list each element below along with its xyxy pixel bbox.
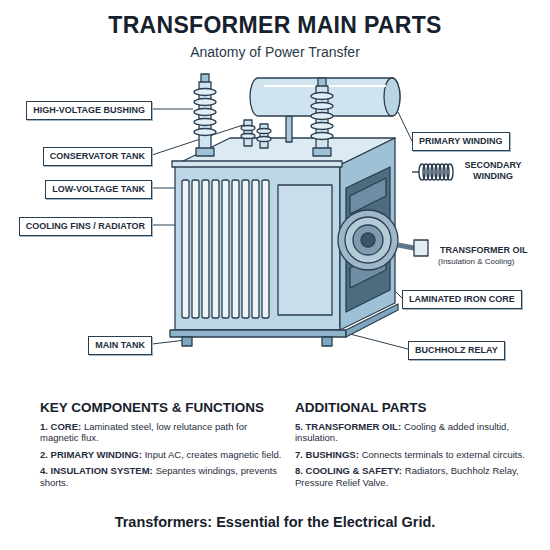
- item-term: 8. COOLING & SAFETY:: [295, 465, 402, 476]
- leader-lines: [152, 109, 412, 349]
- part-label: SECONDARY WINDING: [457, 160, 529, 182]
- tank-front: [175, 165, 340, 330]
- part-label: LAMINATED IRON CORE: [409, 294, 515, 305]
- section-heading: KEY COMPONENTS & FUNCTIONS: [40, 400, 264, 415]
- hv-bushing-base: [313, 148, 331, 156]
- leader-line: [152, 340, 186, 344]
- diagram-title: TRANSFORMER MAIN PARTS: [0, 12, 550, 39]
- tank-base-side: [346, 304, 398, 337]
- hv-bushing-rib: [311, 123, 333, 130]
- cutaway-window: [346, 167, 390, 312]
- part-label: COOLING FINS / RADIATOR: [26, 221, 145, 232]
- part-label-box: LOW-VOLTAGE TANK: [45, 180, 152, 199]
- tank-panel: [278, 185, 332, 315]
- lv-bushing-rib: [257, 137, 271, 142]
- part-label: TRANSFORMER OIL: [440, 245, 528, 256]
- item-description: Connects terminals to external circuits.: [362, 449, 525, 460]
- part-label: MAIN TANK: [95, 340, 145, 351]
- part-label: LOW-VOLTAGE TANK: [52, 184, 145, 195]
- item-term: 5. TRANSFORMER OIL:: [295, 421, 401, 432]
- cooling-fin: [222, 180, 229, 318]
- part-label-box: HIGH-VOLTAGE BUSHING: [26, 101, 152, 120]
- list-item: 8. COOLING & SAFETY:Radiators, Buchholz …: [295, 465, 535, 488]
- conservator-end: [384, 78, 400, 116]
- hv-bushing-rib: [194, 119, 216, 126]
- subtitle: Anatomy of Power Transfer: [0, 44, 550, 60]
- secondary-coil-icon: [412, 164, 453, 180]
- part-label: PRIMARY WINDING: [419, 136, 503, 147]
- part-label-box: CONSERVATOR TANK: [43, 147, 152, 166]
- part-label-box: COOLING FINS / RADIATOR: [19, 217, 152, 236]
- list-item: 1. CORE:Laminated steel, low relutance p…: [40, 421, 285, 444]
- cooling-fin: [242, 180, 249, 318]
- hv-bushing-rib: [194, 99, 216, 106]
- part-note: (Insulation & Cooling): [438, 257, 514, 267]
- lv-bushing-rib: [241, 126, 255, 131]
- hv-bushing-rib: [194, 109, 216, 116]
- list-item: 7. BUSHINGS:Connects terminals to extern…: [295, 449, 535, 460]
- winding-coil: [345, 217, 391, 263]
- part-label-box: PRIMARY WINDING: [412, 132, 510, 151]
- oil-box: [414, 240, 428, 256]
- item-term: 4. INSULATION SYSTEM:: [40, 465, 153, 476]
- coil-turn: [447, 164, 453, 180]
- hv-bushing-rib: [311, 103, 333, 110]
- text-column: 1. CORE:Laminated steel, low relutance p…: [40, 421, 285, 493]
- text-column: 5. TRANSFORMER OIL:Cooling & added insul…: [295, 421, 535, 493]
- hv-bushing-rib: [311, 133, 333, 140]
- leader-line: [398, 112, 412, 141]
- leader-line: [152, 109, 193, 110]
- section-heading: ADDITIONAL PARTS: [295, 400, 427, 415]
- list-item: 5. TRANSFORMER OIL:Cooling & added insul…: [295, 421, 535, 444]
- diagram-caption: Transformers: Essential for the Electric…: [0, 514, 550, 530]
- hv-bushing-rib: [311, 93, 333, 100]
- cooling-fin: [182, 180, 189, 318]
- tank-foot: [182, 337, 192, 346]
- winding-coil: [338, 210, 398, 270]
- winding-coil: [353, 225, 383, 255]
- item-term: 7. BUSHINGS:: [295, 449, 359, 460]
- tank-lid-rim: [172, 161, 342, 167]
- part-label-box: LAMINATED IRON CORE: [402, 290, 522, 309]
- cooling-fin: [192, 180, 199, 318]
- leader-line: [350, 334, 408, 349]
- cooling-fin: [212, 180, 219, 318]
- hv-bushing-rib: [194, 129, 216, 136]
- tank-side: [340, 138, 395, 330]
- cooling-fin: [262, 180, 269, 318]
- lv-bushing-rib: [257, 129, 271, 134]
- cooling-fin: [232, 180, 239, 318]
- list-item: 2. PRIMARY WINDING:Input AC, creates mag…: [40, 449, 285, 460]
- tank-base: [170, 330, 346, 337]
- transformer-body: [170, 74, 428, 346]
- part-label-box: MAIN TANK: [88, 336, 152, 355]
- coil-lead: [412, 171, 419, 172]
- item-term: 2. PRIMARY WINDING:: [40, 449, 142, 460]
- list-item: 4. INSULATION SYSTEM:Sepantes windings, …: [40, 465, 285, 488]
- cooling-fin: [252, 180, 259, 318]
- hv-bushing-base: [196, 148, 214, 156]
- item-term: 1. CORE:: [40, 421, 81, 432]
- hv-bushing-rib: [194, 89, 216, 96]
- part-label: BUCHHOLZ RELAY: [415, 345, 498, 356]
- lv-bushing-rib: [241, 134, 255, 139]
- tank-foot: [322, 337, 332, 346]
- part-label: CONSERVATOR TANK: [50, 151, 145, 162]
- conservator-pipe: [286, 116, 292, 142]
- core-limb: [361, 233, 375, 247]
- cooling-fin: [202, 180, 209, 318]
- oil-pipe: [398, 245, 414, 248]
- core-lamination: [350, 178, 386, 214]
- part-label: HIGH-VOLTAGE BUSHING: [33, 105, 145, 116]
- hv-bushing-rib: [311, 113, 333, 120]
- part-label-box: BUCHHOLZ RELAY: [408, 341, 505, 360]
- item-description: Input AC, creates magnetic field.: [145, 449, 282, 460]
